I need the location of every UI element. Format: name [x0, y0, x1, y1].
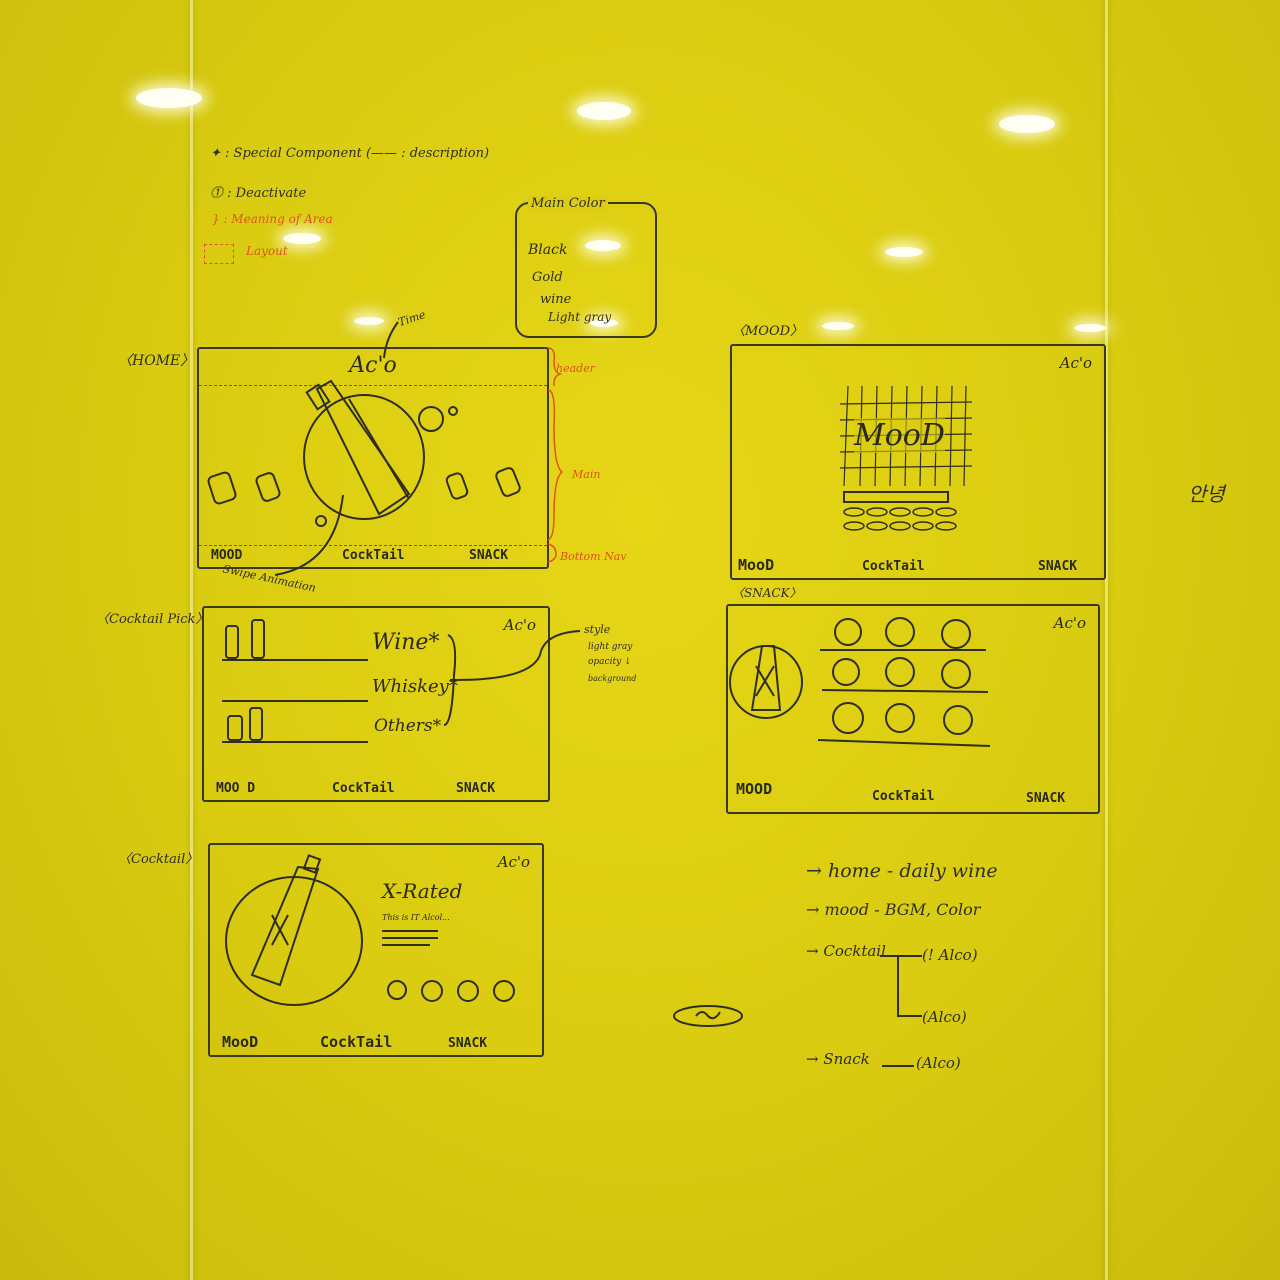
- light-reflection: [822, 322, 854, 330]
- cocktail-desc: This is IT Alcol...: [382, 913, 450, 922]
- cocktail-bottom-nav: MooD CockTail SNACK: [210, 1029, 542, 1051]
- area-main: Main: [572, 468, 601, 481]
- main-color-item: Light gray: [548, 310, 612, 324]
- main-color-item: Black: [528, 242, 568, 258]
- home-logo: Ac'o: [349, 353, 397, 378]
- pick-item-wine[interactable]: Wine*: [372, 630, 440, 655]
- screen-label-cocktail: 〈Cocktail〉: [118, 852, 199, 867]
- doodle-scribble: [673, 1005, 743, 1027]
- flow-branch-non-alco: (! Alco): [922, 946, 978, 964]
- flow-line-snack: → Snack: [806, 1050, 870, 1068]
- light-reflection: [590, 319, 618, 327]
- home-nav-divider: [199, 545, 547, 546]
- cocktail-logo: Ac'o: [497, 853, 530, 871]
- nav-mood[interactable]: MooD: [738, 556, 775, 574]
- mood-screen: Ac'o MooD MooD CockTail SNACK: [730, 344, 1106, 580]
- flow-branch-snack-alco: (Alco): [916, 1054, 961, 1072]
- area-header: header: [556, 362, 595, 375]
- screen-label-snack: 〈SNACK〉: [732, 586, 802, 600]
- nav-mood[interactable]: MOOD: [211, 548, 243, 563]
- flow-branch-lines: [880, 955, 922, 1017]
- pick-item-whiskey[interactable]: Whiskey*: [372, 676, 458, 697]
- area-braces: [547, 347, 564, 563]
- mood-grid-illustration: [839, 385, 973, 531]
- style-note: opacity ↓: [588, 657, 632, 667]
- light-reflection: [354, 317, 384, 325]
- nav-mood[interactable]: MooD: [222, 1033, 259, 1051]
- light-reflection: [585, 240, 621, 251]
- snack-grid-illustration: [729, 617, 991, 747]
- glass-edge-mid: [1105, 0, 1108, 1280]
- home-screen: Ac'o MOOD CockTail SNACK: [197, 347, 549, 569]
- main-color-item: Gold: [532, 270, 563, 285]
- nav-snack[interactable]: SNACK: [456, 781, 496, 796]
- nav-cocktail[interactable]: CockTail: [872, 789, 935, 804]
- legend-layout: Layout: [246, 244, 288, 258]
- nav-snack[interactable]: SNACK: [1026, 791, 1066, 806]
- side-note: 안녕: [1188, 482, 1225, 506]
- light-reflection: [999, 115, 1055, 133]
- mood-logo: Ac'o: [1059, 354, 1092, 372]
- nav-snack[interactable]: SNACK: [448, 1036, 488, 1051]
- mood-bottom-nav: MooD CockTail SNACK: [732, 552, 1104, 574]
- screen-label-cocktail-pick: 〈Cocktail Pick〉: [96, 612, 209, 627]
- main-color-title: Main Color: [528, 196, 608, 211]
- cocktail-pick-bottom-nav: MOO D CockTail SNACK: [204, 774, 548, 796]
- light-reflection: [283, 233, 321, 244]
- pick-item-others[interactable]: Others*: [374, 716, 442, 736]
- nav-snack[interactable]: SNACK: [469, 548, 509, 563]
- cocktail-title: X-Rated: [382, 879, 463, 903]
- legend-layout-box: [204, 244, 234, 264]
- light-reflection: [1074, 324, 1106, 332]
- nav-cocktail[interactable]: CockTail: [320, 1033, 393, 1051]
- area-bottom-nav: Bottom Nav: [560, 550, 627, 563]
- style-pointer: [443, 630, 581, 726]
- glass-edge-left: [190, 0, 193, 1280]
- legend-deactivate: ⓵ : Deactivate: [210, 186, 307, 201]
- light-reflection: [885, 247, 923, 257]
- nav-cocktail[interactable]: CockTail: [342, 548, 405, 563]
- main-color-item: wine: [540, 292, 572, 307]
- screen-label-mood: 〈MOOD〉: [732, 324, 804, 339]
- flow-line-home: → home - daily wine: [806, 860, 998, 882]
- snack-logo: Ac'o: [1053, 614, 1086, 632]
- nav-cocktail[interactable]: CockTail: [332, 781, 395, 796]
- flow-line-cocktail: → Cocktail: [806, 942, 886, 960]
- style-note: style: [584, 623, 611, 636]
- cocktail-screen: Ac'o X-Rated This is IT Alcol... MooD Co…: [208, 843, 544, 1057]
- light-reflection: [136, 88, 202, 108]
- nav-cocktail[interactable]: CockTail: [862, 559, 925, 574]
- swipe-pointer: [274, 494, 344, 576]
- cocktail-bottle-illustration: [225, 854, 515, 1006]
- time-pointer: [383, 321, 399, 359]
- nav-mood[interactable]: MOOD: [736, 780, 773, 798]
- cocktail-pick-screen: Ac'o Wine* Whiskey* Others* MOO D CockTa…: [202, 606, 550, 802]
- legend-special: ✦ : Special Component (—— : description): [210, 146, 490, 161]
- mood-center-text: MooD: [854, 418, 945, 453]
- home-header-divider: [199, 385, 547, 386]
- flow-line-mood: → mood - BGM, Color: [806, 900, 981, 919]
- nav-mood[interactable]: MOO D: [216, 781, 256, 796]
- cocktail-pick-shelves: [222, 619, 368, 743]
- style-note: background: [588, 674, 637, 683]
- snack-screen: Ac'o MOOD CockTail SNACK: [726, 604, 1100, 814]
- flow-branch-alco: (Alco): [922, 1008, 967, 1026]
- flow-snack-dash: [882, 1065, 914, 1067]
- screen-label-home: 〈HOME〉: [118, 353, 195, 369]
- light-reflection: [577, 102, 631, 120]
- home-bottle-illustration: [207, 379, 521, 527]
- snack-bottom-nav: MOOD CockTail SNACK: [728, 780, 1098, 808]
- nav-snack[interactable]: SNACK: [1038, 559, 1078, 574]
- legend-meaning: } : Meaning of Area: [212, 212, 333, 226]
- home-bottom-nav: MOOD CockTail SNACK: [199, 541, 547, 563]
- style-note: light gray: [588, 642, 633, 652]
- cocktail-pick-logo: Ac'o: [503, 616, 536, 634]
